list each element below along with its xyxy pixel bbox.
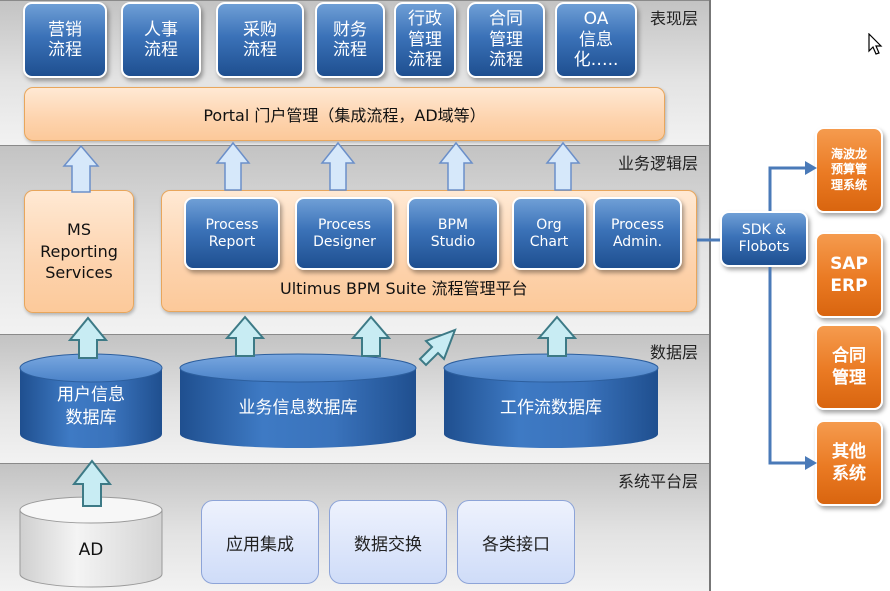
- platform-app-integration: 应用集成: [201, 500, 319, 584]
- arrow-wfdb-to-suite: [536, 315, 578, 357]
- arrow-ad-to-userdb: [71, 459, 113, 507]
- arrow-ms-to-portal: [62, 144, 100, 193]
- connector-lines: [697, 166, 808, 465]
- process-administration: 行政 管理 流程: [394, 2, 456, 78]
- arrows-from-data: [67, 315, 578, 507]
- process-marketing: 营销 流程: [23, 2, 107, 78]
- bpm-suite-label: Ultimus BPM Suite 流程管理平台: [280, 279, 528, 298]
- module-bpm-studio: BPM Studio: [407, 197, 499, 270]
- arrows-to-portal: [62, 141, 581, 193]
- portal-bar: Portal 门户管理（集成流程，AD域等）: [24, 87, 665, 141]
- business-logic-layer-label: 业务逻辑层: [617, 154, 698, 173]
- module-process-designer: Process Designer: [295, 197, 394, 270]
- arrow-diagonal-to-suite: [418, 328, 457, 367]
- ad-label: AD: [78, 540, 104, 560]
- connector-sdk-to-hyperion: [768, 166, 808, 211]
- database-business-info-label: 业务信息数据库: [238, 398, 358, 418]
- database-cylinder-workflow: [443, 353, 659, 448]
- platform-data-exchange: 数据交换: [329, 500, 447, 584]
- arrowhead-hyperion: [805, 161, 817, 175]
- process-hr: 人事 流程: [121, 2, 201, 78]
- module-process-report: Process Report: [184, 197, 280, 270]
- process-oa: OA 信息 化…..: [555, 2, 637, 78]
- database-cylinder-ad: [19, 496, 163, 588]
- connector-arrowheads: [805, 161, 817, 470]
- ms-reporting-services: MS Reporting Services: [24, 190, 134, 313]
- external-contract-management: 合同 管理: [815, 324, 883, 410]
- external-sap-erp: SAP ERP: [815, 232, 883, 318]
- presentation-layer-label: 表现层: [649, 9, 698, 28]
- module-org-chart: Org Chart: [512, 197, 586, 270]
- process-procurement: 采购 流程: [216, 2, 304, 78]
- arrow-orgchart-to-portal: [545, 141, 581, 191]
- database-workflow-label: 工作流数据库: [500, 398, 602, 418]
- module-process-admin: Process Admin.: [593, 197, 682, 270]
- mouse-cursor-icon: [868, 33, 883, 55]
- process-contract: 合同 管理 流程: [467, 2, 545, 78]
- layer-divider-line: [709, 0, 711, 591]
- external-hyperion-budget: 海波龙 预算管 理系统: [815, 127, 883, 213]
- data-layer-label: 数据层: [649, 343, 698, 362]
- process-finance: 财务 流程: [315, 2, 385, 78]
- arrow-studio-to-portal: [438, 141, 474, 191]
- arrow-userdb-to-ms: [67, 316, 109, 359]
- connector-sdk-to-other: [768, 267, 808, 465]
- arrowhead-other: [805, 456, 817, 470]
- database-user-info-label: 用户信息 数据库: [57, 385, 125, 428]
- platform-interfaces: 各类接口: [457, 500, 575, 584]
- database-cylinder-user-info: [19, 353, 163, 448]
- arrow-designer-to-portal: [320, 141, 356, 191]
- arrow-bizdb-to-suite-left: [224, 315, 266, 357]
- arrow-report-to-portal: [215, 141, 251, 191]
- system-platform-layer-label: 系统平台层: [617, 472, 698, 491]
- sdk-flobots: SDK & Flobots: [720, 211, 808, 267]
- database-cylinder-business-info: [179, 353, 417, 448]
- arrow-bizdb-to-suite-right: [350, 315, 392, 357]
